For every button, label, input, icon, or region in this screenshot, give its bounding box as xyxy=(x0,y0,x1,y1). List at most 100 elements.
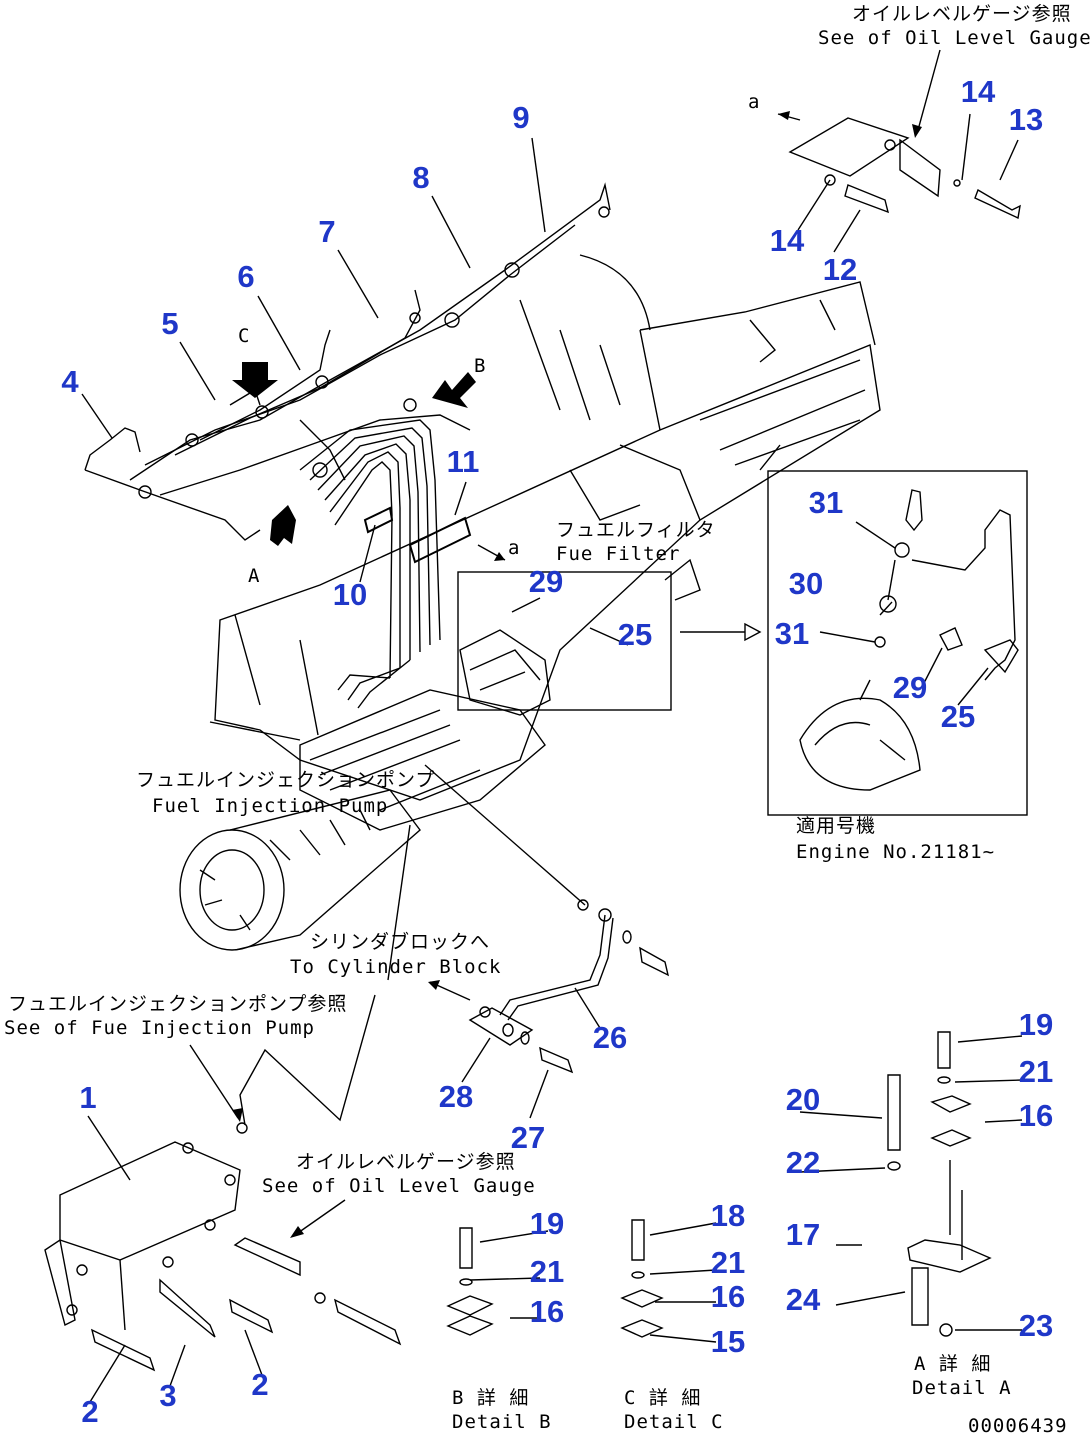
part-callout-p14b: 14 xyxy=(770,223,805,258)
part-callout-p19b: 19 xyxy=(1019,1007,1053,1042)
leader-line xyxy=(999,139,1019,181)
part-callout-p3: 3 xyxy=(159,1378,176,1413)
part-callout-p9: 9 xyxy=(512,100,529,135)
part-callout-p17: 17 xyxy=(786,1217,820,1252)
leader-line xyxy=(359,524,376,583)
part-callout-p5: 5 xyxy=(161,306,178,341)
leader-line xyxy=(179,341,216,401)
note-n-fuel-filter-en: Fue Filter xyxy=(556,543,680,565)
part-callout-p13: 13 xyxy=(1009,102,1043,137)
part-callout-p22: 22 xyxy=(786,1145,820,1180)
note-n-a-small: a xyxy=(508,537,520,559)
note-n-see-fip-jp: フュエルインジェクションポンプ参照 xyxy=(8,993,347,1015)
note-n-engine-jp: 適用号機 xyxy=(796,815,876,837)
note-n-det-b-jp: B 詳 細 xyxy=(452,1387,529,1409)
part-callout-p23: 23 xyxy=(1019,1308,1053,1343)
leader-line xyxy=(479,1230,549,1243)
note-n-cyl-jp: シリンダブロックへ xyxy=(310,930,490,953)
leader-line xyxy=(529,1069,549,1119)
view-arrows xyxy=(232,362,506,561)
part-callout-p18: 18 xyxy=(711,1198,745,1233)
note-n-see-fip-en: See of Fue Injection Pump xyxy=(4,1017,315,1039)
leader-line xyxy=(169,1344,186,1387)
part-callout-p7: 7 xyxy=(318,214,335,249)
leader-line xyxy=(797,179,831,231)
part-callout-p11: 11 xyxy=(447,444,480,479)
leader-line xyxy=(461,1037,491,1083)
part-callout-p4: 4 xyxy=(61,364,79,399)
note-n-b: B xyxy=(474,355,486,377)
part-callout-p2b: 2 xyxy=(251,1367,268,1402)
leader-line xyxy=(879,601,893,616)
leader-line xyxy=(923,647,943,684)
part-callout-p16a: 16 xyxy=(530,1294,564,1329)
note-n-cyl-en: To Cylinder Block xyxy=(290,956,501,978)
leader-line xyxy=(337,249,379,319)
oil-gauge-bracket-top xyxy=(777,49,1021,220)
leader-line xyxy=(574,987,601,1029)
leader-line xyxy=(954,1079,1023,1083)
note-n-engine-en: Engine No.21181~ xyxy=(796,841,995,863)
leader-line xyxy=(835,1291,906,1306)
cylinder-block-pipe xyxy=(387,764,670,1074)
note-n-oil-jp-top: オイルレベルゲージ参照 xyxy=(852,3,1072,25)
leader-line xyxy=(89,1344,126,1403)
leader-line xyxy=(257,295,301,371)
note-n-a-top: a xyxy=(748,91,760,113)
note-n-fuel-filter-jp: フュエルフィルタ xyxy=(556,519,716,541)
engine-number-inset xyxy=(457,470,1028,816)
leader-line xyxy=(87,1115,131,1181)
note-n-det-b-en: Detail B xyxy=(452,1411,552,1433)
bottom-bracket xyxy=(44,994,402,1372)
note-n-det-c-en: Detail C xyxy=(624,1411,724,1433)
leader-line xyxy=(833,209,861,253)
note-n-oil-en-top: See of Oil Level Gauge xyxy=(818,27,1090,49)
part-callout-p26: 26 xyxy=(593,1020,627,1055)
injection-pipes xyxy=(84,182,611,709)
part-callout-p15: 15 xyxy=(711,1324,745,1359)
part-callout-p25a: 25 xyxy=(618,617,652,652)
note-n-oil-jp-mid: オイルレベルゲージ参照 xyxy=(296,1151,516,1173)
part-callout-p30: 30 xyxy=(789,566,823,601)
leader-line xyxy=(961,113,971,181)
leader-line xyxy=(531,137,546,233)
leader-line xyxy=(649,1334,717,1343)
note-n-det-a-jp: A 詳 細 xyxy=(914,1353,991,1375)
part-callout-p31b: 31 xyxy=(775,616,809,651)
part-callout-p19a: 19 xyxy=(530,1206,564,1241)
note-n-a-left: A xyxy=(248,565,260,587)
part-callout-p29b: 29 xyxy=(893,670,927,705)
note-n-c: C xyxy=(238,325,250,347)
part-callout-p21b: 21 xyxy=(711,1245,745,1280)
note-n-code: 00006439 xyxy=(968,1415,1068,1437)
part-callout-p6: 6 xyxy=(237,259,254,294)
leader-line xyxy=(819,631,876,643)
detail-clamps xyxy=(446,1031,992,1338)
leader-line xyxy=(957,1035,1023,1043)
note-n-det-c-jp: C 詳 細 xyxy=(624,1387,701,1409)
leader-line xyxy=(431,195,471,269)
engine-outline xyxy=(179,254,881,951)
part-callout-p28: 28 xyxy=(439,1079,473,1114)
part-callout-p14a: 14 xyxy=(961,74,996,109)
leader-line xyxy=(855,521,896,549)
part-callout-p29a: 29 xyxy=(529,564,563,599)
part-callout-p20: 20 xyxy=(786,1082,820,1117)
leader-line xyxy=(649,1269,717,1275)
part-callout-p16c: 16 xyxy=(1019,1098,1053,1133)
part-callout-p21c: 21 xyxy=(1019,1054,1053,1089)
part-callout-p25b: 25 xyxy=(941,699,975,734)
part-callout-p8: 8 xyxy=(412,160,429,195)
note-n-det-a-en: Detail A xyxy=(912,1377,1012,1399)
note-n-fip-jp: フュエルインジェクションポンプ xyxy=(136,769,435,791)
part-callout-p24: 24 xyxy=(786,1282,821,1317)
leader-line xyxy=(454,481,467,516)
leader-line xyxy=(799,1111,883,1119)
part-callout-p21a: 21 xyxy=(530,1254,564,1289)
leader-line xyxy=(469,1277,541,1281)
leader-line xyxy=(81,393,113,439)
part-callout-p10: 10 xyxy=(333,577,367,612)
